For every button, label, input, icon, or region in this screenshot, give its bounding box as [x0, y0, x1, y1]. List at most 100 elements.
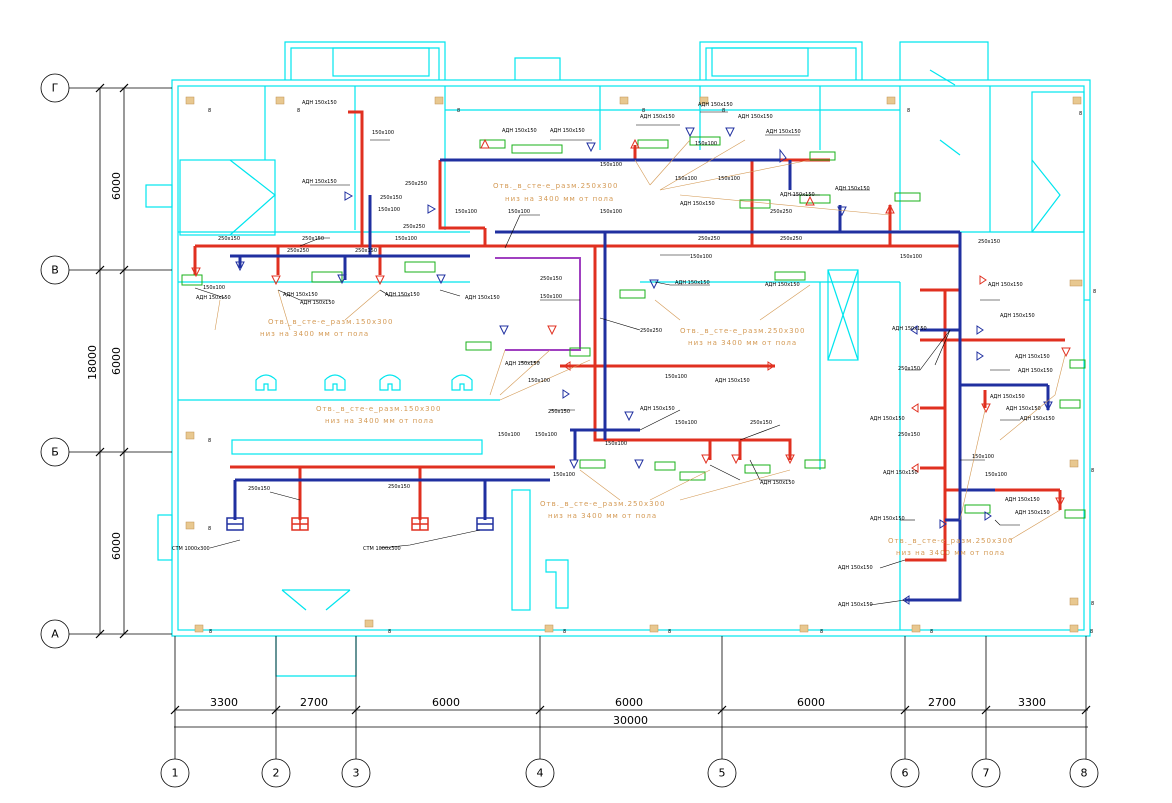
- tag: 8: [642, 108, 645, 114]
- tag: 8: [388, 629, 391, 635]
- tag: 150х100: [600, 162, 622, 168]
- span-6-7: 2700: [928, 696, 956, 709]
- axis-label: А: [51, 628, 59, 641]
- tag: АДН 150х150: [870, 516, 905, 522]
- axis-label: 7: [983, 767, 990, 780]
- axis-row-v: В: [40, 255, 70, 285]
- tag: 150х100: [372, 130, 394, 136]
- tag: АДН 150х150: [196, 295, 231, 301]
- axis-label: 3: [353, 767, 360, 780]
- tag: 150х100: [695, 141, 717, 147]
- axis-col-6: 6: [890, 758, 920, 788]
- tag: АДН 150х150: [835, 186, 870, 192]
- tag: 250х150: [380, 195, 402, 201]
- tag: 150х100: [528, 378, 550, 384]
- tag: 250х150: [218, 236, 240, 242]
- equipment-tags: АДН 150х150 150х100 АДН 150х150 250х250 …: [172, 100, 1096, 635]
- tag: 150х100: [540, 294, 562, 300]
- axis-col-2: 2: [261, 758, 291, 788]
- tag: АДН 150х150: [1006, 406, 1041, 412]
- tag: 150х100: [553, 472, 575, 478]
- tag: АДН 150х150: [505, 361, 540, 367]
- span-3-4: 6000: [432, 696, 460, 709]
- tag: 150х100: [605, 441, 627, 447]
- tag: АДН 150х150: [385, 292, 420, 298]
- span-v-b: 6000: [110, 347, 123, 375]
- tag: 250х150: [898, 432, 920, 438]
- tag: АДН 150х150: [640, 406, 675, 412]
- tag: 250х150: [548, 409, 570, 415]
- tag: 250х150: [248, 486, 270, 492]
- note-opening-1a: Отв._в_сте-е_разм.150х300: [268, 318, 393, 326]
- axis-label: 4: [537, 767, 544, 780]
- tag: АДН 150х150: [1020, 416, 1055, 422]
- total-width: 18000: [86, 345, 99, 380]
- tag: 250х150: [388, 484, 410, 490]
- axis-row-b: Б: [40, 437, 70, 467]
- axis-row-a: А: [40, 619, 70, 649]
- tag: 8: [1090, 629, 1093, 635]
- tag: АДН 150х150: [715, 378, 750, 384]
- tag: 8: [208, 526, 211, 532]
- span-g-v: 6000: [110, 172, 123, 200]
- dimension-labels: 3300 2700 6000 6000 6000 2700 3300 30000…: [86, 172, 1046, 727]
- tag: АДН 150х150: [838, 565, 873, 571]
- axis-bubbles: Г В Б А 1 2 3 4: [40, 73, 1099, 788]
- tag: 8: [907, 108, 910, 114]
- tag: 150х100: [675, 176, 697, 182]
- tag: 150х100: [665, 374, 687, 380]
- tag: 150х100: [985, 472, 1007, 478]
- tag: 8: [563, 629, 566, 635]
- tag: 150х100: [900, 254, 922, 260]
- tag: 150х100: [508, 209, 530, 215]
- axis-label: 2: [273, 767, 280, 780]
- tag: АДН 150х150: [502, 128, 537, 134]
- tag: АДН 150х150: [765, 282, 800, 288]
- span-2-3: 2700: [300, 696, 328, 709]
- tag: АДН 150х150: [990, 394, 1025, 400]
- tag: 150х100: [535, 432, 557, 438]
- tag: 150х100: [718, 176, 740, 182]
- tag: 250х250: [698, 236, 720, 242]
- axis-label: 5: [719, 767, 726, 780]
- tag: АДН 150х150: [1018, 368, 1053, 374]
- tag: АДН 150х150: [892, 326, 927, 332]
- axis-col-8: 8: [1069, 758, 1099, 788]
- tag: 250х250: [770, 209, 792, 215]
- axis-label: 1: [172, 767, 179, 780]
- axis-col-7: 7: [971, 758, 1001, 788]
- axis-col-5: 5: [707, 758, 737, 788]
- note-opening-1b: низ на 3400 мм от пола: [260, 330, 369, 338]
- leader-lines: [194, 111, 1066, 606]
- tag: 8: [668, 629, 671, 635]
- tag: АДН 150х150: [550, 128, 585, 134]
- tag: 250х250: [405, 181, 427, 187]
- tag: АДН 150х150: [465, 295, 500, 301]
- tag: 150х100: [203, 285, 225, 291]
- tag: АДН 150х150: [302, 100, 337, 106]
- span-4-5: 6000: [615, 696, 643, 709]
- dimension-lines: [68, 83, 1091, 760]
- axis-label: 6: [902, 767, 909, 780]
- tag: 250х150: [898, 366, 920, 372]
- tag: 8: [1093, 289, 1096, 295]
- tag: 8: [1079, 111, 1082, 117]
- tag: 8: [930, 629, 933, 635]
- tag: СТМ 1000х300: [363, 546, 401, 552]
- note-opening-6b: низ на 3400 мм от пола: [896, 549, 1005, 557]
- tag: 150х100: [498, 432, 520, 438]
- tag: АДН 150х150: [698, 102, 733, 108]
- purple-branch: [495, 257, 581, 351]
- note-opening-2a: Отв._в_сте-е_разм.250х300: [493, 182, 618, 190]
- tag: 8: [1091, 601, 1094, 607]
- tag: АДН 150х150: [300, 300, 335, 306]
- tag: АДН 150х150: [780, 192, 815, 198]
- total-length: 30000: [613, 714, 648, 727]
- tag: 8: [820, 629, 823, 635]
- tag: 8: [722, 108, 725, 114]
- building-walls: [145, 41, 1091, 677]
- tag: АДН 150х150: [738, 114, 773, 120]
- tag: 250х250: [780, 236, 802, 242]
- tag: 150х100: [378, 207, 400, 213]
